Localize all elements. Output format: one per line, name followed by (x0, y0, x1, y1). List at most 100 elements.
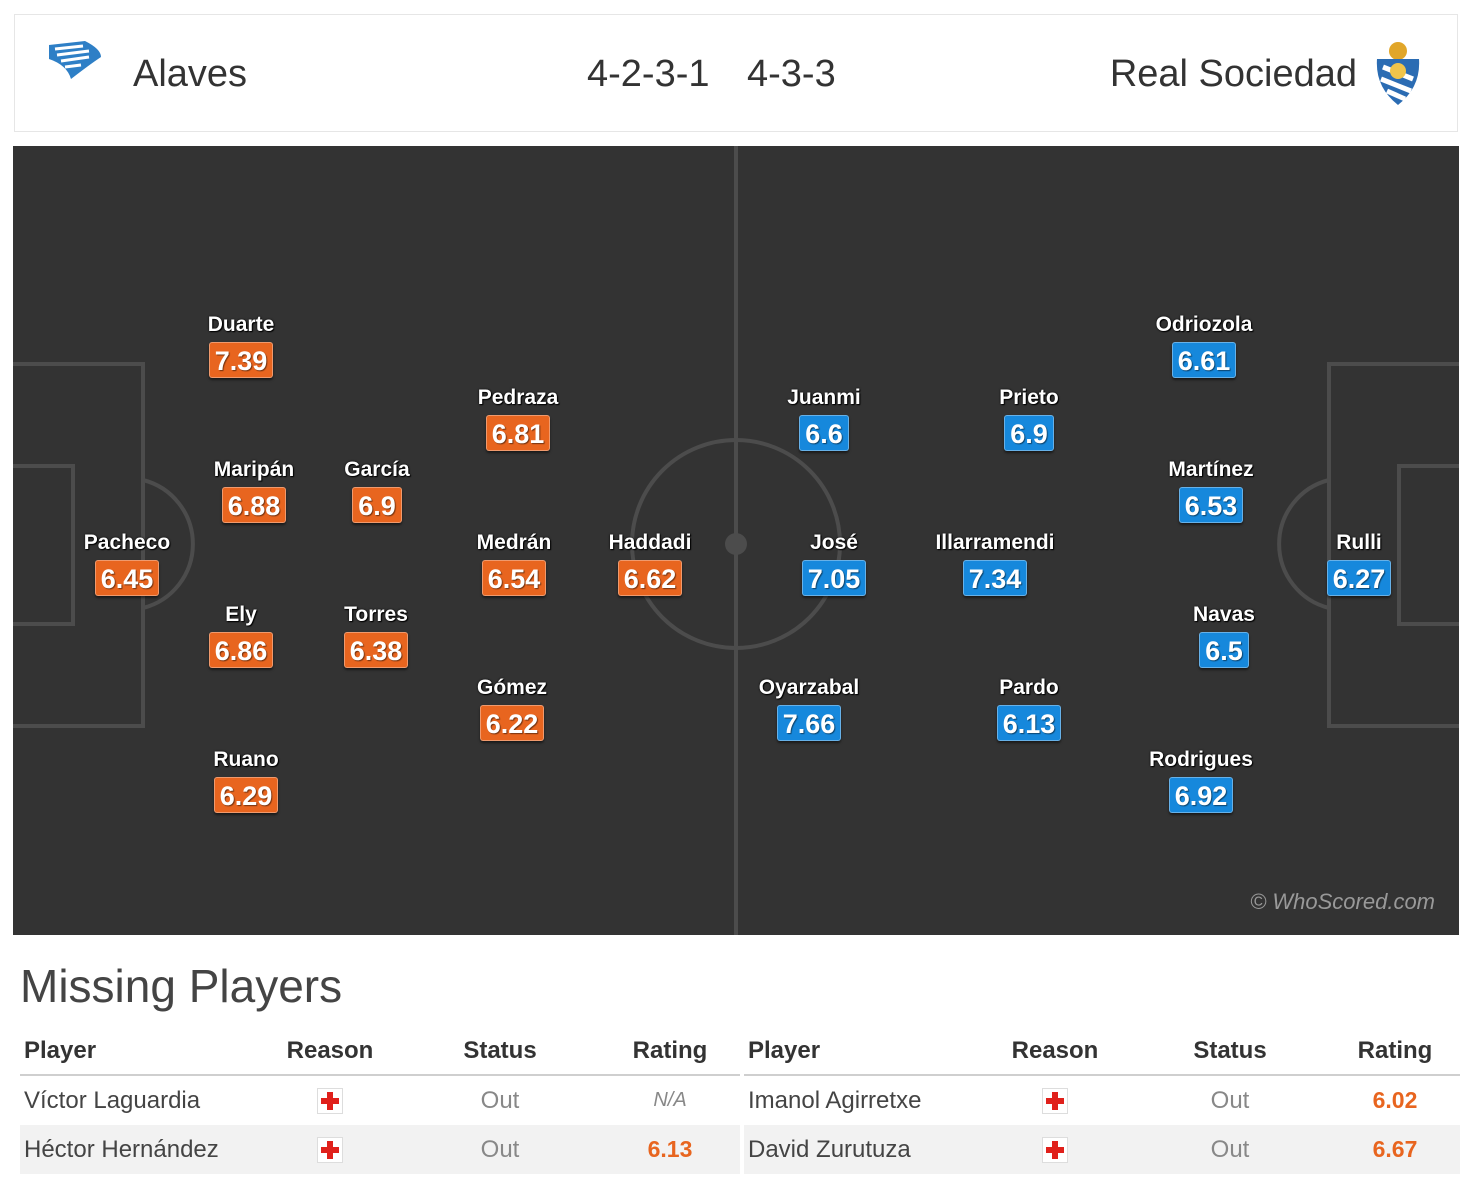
player-name: Gómez (476, 676, 547, 699)
player-name: Haddadi (608, 531, 692, 554)
player-card[interactable]: Martínez 6.53 (1131, 457, 1291, 523)
player-card[interactable]: Haddadi 6.62 (570, 530, 730, 596)
player-card[interactable]: Gómez 6.22 (432, 675, 592, 741)
player-card[interactable]: Duarte 7.39 (161, 312, 321, 378)
player-rating: 6.53 (1178, 487, 1244, 523)
player-card[interactable]: Odriozola 6.61 (1124, 312, 1284, 378)
player-card[interactable]: Oyarzabal 7.66 (729, 675, 889, 741)
player-name: Duarte (207, 313, 275, 336)
player-rating: 7.39 (208, 342, 274, 378)
player-name: Oyarzabal (758, 676, 860, 699)
missing-rating: 6.67 (1330, 1125, 1460, 1174)
player-rating: 6.22 (479, 705, 545, 741)
player-name: Ruano (213, 748, 279, 771)
player-rating: 6.86 (208, 632, 274, 668)
player-rating: 6.13 (996, 705, 1062, 741)
injury-icon[interactable] (317, 1137, 343, 1164)
player-rating: 6.29 (213, 777, 279, 813)
alaves-crest-icon[interactable] (45, 35, 105, 85)
player-rating: 6.9 (1004, 415, 1054, 451)
table-row: David Zurutuza Out 6.67 (744, 1125, 1460, 1174)
real-sociedad-crest-icon[interactable] (1371, 39, 1425, 109)
player-name: José (810, 531, 858, 554)
injury-icon[interactable] (1042, 1088, 1068, 1115)
missing-rating: N/A (653, 1089, 687, 1111)
missing-status: Out (1210, 1086, 1250, 1114)
missing-rating: 6.13 (600, 1125, 740, 1174)
home-missing-table: Player Reason Status Rating Víctor Lagua… (20, 1028, 740, 1174)
player-rating: 6.9 (352, 487, 402, 523)
column-header-reason[interactable]: Reason (260, 1028, 400, 1076)
missing-player-name[interactable]: Héctor Hernández (20, 1125, 260, 1174)
column-header-status[interactable]: Status (1130, 1028, 1330, 1076)
player-name: Odriozola (1155, 313, 1253, 336)
player-card[interactable]: Pardo 6.13 (949, 675, 1109, 741)
player-name: Medrán (476, 531, 552, 554)
player-rating: 6.54 (481, 560, 547, 596)
player-name: Martínez (1168, 458, 1254, 481)
player-card[interactable]: Juanmi 6.6 (744, 385, 904, 451)
player-card[interactable]: García 6.9 (297, 457, 457, 523)
away-formation: 4-3-3 (747, 53, 836, 95)
missing-player-name[interactable]: Víctor Laguardia (24, 1086, 201, 1114)
player-rating: 6.5 (1199, 632, 1249, 668)
column-header-player[interactable]: Player (744, 1028, 980, 1076)
player-rating: 6.45 (94, 560, 160, 596)
table-row: Víctor Laguardia Out N/A (20, 1075, 740, 1125)
column-header-player[interactable]: Player (20, 1028, 260, 1076)
player-card[interactable]: Pacheco 6.45 (47, 530, 207, 596)
player-card[interactable]: Pedraza 6.81 (438, 385, 598, 451)
player-card[interactable]: Torres 6.38 (296, 602, 456, 668)
player-rating: 7.34 (962, 560, 1028, 596)
player-name: Rulli (1336, 531, 1382, 554)
player-name: Rodrigues (1149, 748, 1253, 771)
player-card[interactable]: Ely 6.86 (161, 602, 321, 668)
player-card[interactable]: Rulli 6.27 (1279, 530, 1439, 596)
player-rating: 6.61 (1171, 342, 1237, 378)
missing-status: Out (400, 1125, 600, 1174)
missing-players-title: Missing Players (20, 960, 343, 1012)
column-header-status[interactable]: Status (400, 1028, 600, 1076)
player-card[interactable]: Rodrigues 6.92 (1121, 747, 1281, 813)
missing-player-name[interactable]: Imanol Agirretxe (748, 1086, 922, 1114)
player-rating: 7.05 (801, 560, 867, 596)
table-row: Héctor Hernández Out 6.13 (20, 1125, 740, 1174)
player-rating: 7.66 (776, 705, 842, 741)
column-header-rating[interactable]: Rating (1330, 1028, 1460, 1076)
injury-icon[interactable] (317, 1088, 343, 1115)
away-team-name[interactable]: Real Sociedad (1109, 53, 1357, 95)
player-rating: 6.6 (799, 415, 849, 451)
player-card[interactable]: Medrán 6.54 (434, 530, 594, 596)
player-card[interactable]: Maripán 6.88 (174, 457, 334, 523)
player-name: García (344, 458, 410, 481)
player-rating: 6.27 (1326, 560, 1392, 596)
lineup-pitch: Pacheco 6.45 Duarte 7.39 Maripán 6.88 El… (13, 146, 1459, 935)
player-card[interactable]: Prieto 6.9 (949, 385, 1109, 451)
player-rating: 6.62 (617, 560, 683, 596)
table-row: Imanol Agirretxe Out 6.02 (744, 1075, 1460, 1125)
player-name: Pardo (999, 676, 1059, 699)
player-rating: 6.88 (221, 487, 287, 523)
missing-rating: 6.02 (1372, 1087, 1418, 1113)
player-name: Juanmi (787, 386, 861, 409)
player-name: Pacheco (83, 531, 171, 554)
player-card[interactable]: Illarramendi 7.34 (915, 530, 1075, 596)
player-name: Ely (225, 603, 257, 626)
column-header-rating[interactable]: Rating (600, 1028, 740, 1076)
match-header: Alaves 4-2-3-1 4-3-3 Real Sociedad (14, 14, 1458, 132)
injury-icon[interactable] (1042, 1137, 1068, 1164)
player-rating: 6.81 (485, 415, 551, 451)
missing-status: Out (480, 1086, 520, 1114)
player-card[interactable]: Navas 6.5 (1144, 602, 1304, 668)
column-header-reason[interactable]: Reason (980, 1028, 1130, 1076)
player-name: Navas (1193, 603, 1255, 626)
player-name: Maripán (213, 458, 295, 481)
player-card[interactable]: José 7.05 (754, 530, 914, 596)
home-formation: 4-2-3-1 (587, 53, 710, 95)
player-name: Torres (344, 603, 408, 626)
home-team-name[interactable]: Alaves (133, 53, 248, 95)
player-rating: 6.92 (1168, 777, 1234, 813)
missing-player-name[interactable]: David Zurutuza (744, 1125, 980, 1174)
player-rating: 6.38 (343, 632, 409, 668)
player-card[interactable]: Ruano 6.29 (166, 747, 326, 813)
